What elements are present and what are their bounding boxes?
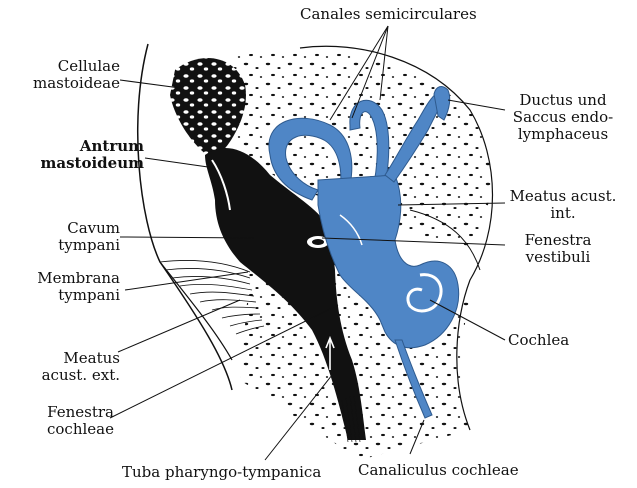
label-meatus-ext-line2: acust. ext. (14, 367, 120, 384)
label-antrum-mastoideum: Antrum mastoideum (24, 138, 144, 172)
stapes-inner (312, 239, 324, 245)
label-cavum-line2: tympani (24, 237, 120, 254)
label-membrana-line1: Membrana (14, 270, 120, 287)
label-fenestra-coch-line1: Fenestra (14, 404, 114, 421)
label-antrum-line1: Antrum (24, 138, 144, 155)
label-meatus-acust-int: Meatus acust. int. (508, 188, 618, 222)
label-fenestra-coch-line2: cochleae (14, 421, 114, 438)
label-meatus-int-line1: Meatus acust. (508, 188, 618, 205)
label-fenestra-vest-line1: Fenestra (508, 232, 608, 249)
label-meatus-int-line2: int. (508, 205, 618, 222)
label-membrana-tympani: Membrana tympani (14, 270, 120, 304)
label-fenestra-vestibuli: Fenestra vestibuli (508, 232, 608, 266)
label-ductus-line2: Saccus endo- (508, 109, 618, 126)
label-ductus-line1: Ductus und (508, 92, 618, 109)
label-antrum-line2: mastoideum (24, 155, 144, 172)
label-cellulae-line1: Cellulae (24, 58, 120, 75)
label-canaliculus-cochleae: Canaliculus cochleae (358, 462, 519, 479)
label-cavum-tympani: Cavum tympani (24, 220, 120, 254)
label-meatus-acust-ext: Meatus acust. ext. (14, 350, 120, 384)
label-meatus-ext-line1: Meatus (14, 350, 120, 367)
label-membrana-line2: tympani (14, 287, 120, 304)
label-canales-semicirculares: Canales semicirculares (300, 6, 477, 23)
label-cellulae-line2: mastoideae (24, 75, 120, 92)
label-ductus-line3: lymphaceus (508, 126, 618, 143)
label-fenestra-vest-line2: vestibuli (508, 249, 608, 266)
mastoid-cells (170, 58, 246, 160)
label-cellulae-mastoideae: Cellulae mastoideae (24, 58, 120, 92)
label-tuba-pharyngo-tympanica: Tuba pharyngo-tympanica (122, 464, 321, 481)
label-ductus-saccus: Ductus und Saccus endo- lymphaceus (508, 92, 618, 143)
label-fenestra-cochleae: Fenestra cochleae (14, 404, 114, 438)
label-cavum-line1: Cavum (24, 220, 120, 237)
label-cochlea: Cochlea (508, 332, 569, 349)
